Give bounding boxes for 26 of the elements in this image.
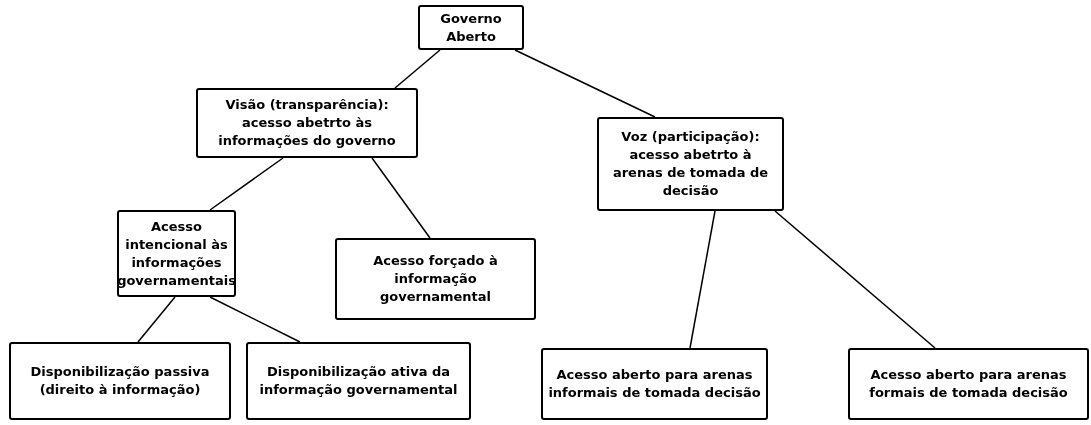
connector-line [209,157,284,211]
box-label: Disponibilização passiva (direito à informação) [29,363,211,399]
text-box [246,342,471,420]
connector-line [394,49,441,89]
connector-line [514,49,656,118]
text-box [541,348,768,420]
connector-line [137,296,176,343]
connector-line [371,157,431,239]
text-box [848,348,1089,420]
box-label: Acesso aberto para arenas informais de tomada decisão [547,366,762,402]
text-box [9,342,231,420]
text-box [117,210,236,297]
connector-line [209,296,301,343]
box-label: Voz (participação): acesso abetrto à arenas de tomada de decisão [611,128,770,200]
text-box [196,88,418,158]
box-label: Disponibilização ativa da informação governamental [258,363,459,399]
text-box [418,5,524,50]
connector-line [689,210,716,349]
box-label: Governo Aberto [439,9,503,46]
box-label: Visão (transparência): acesso abetrto às informações do governo [217,96,397,150]
box-label: Acesso forçado à informação governamental [372,252,499,306]
box-label: Acesso aberto para arenas formais de tomada decisão [868,366,1069,402]
box-label: Acesso intencional às informações governamentais [117,217,236,290]
text-box [597,117,784,211]
text-box [335,238,536,320]
connector-line [774,210,936,349]
